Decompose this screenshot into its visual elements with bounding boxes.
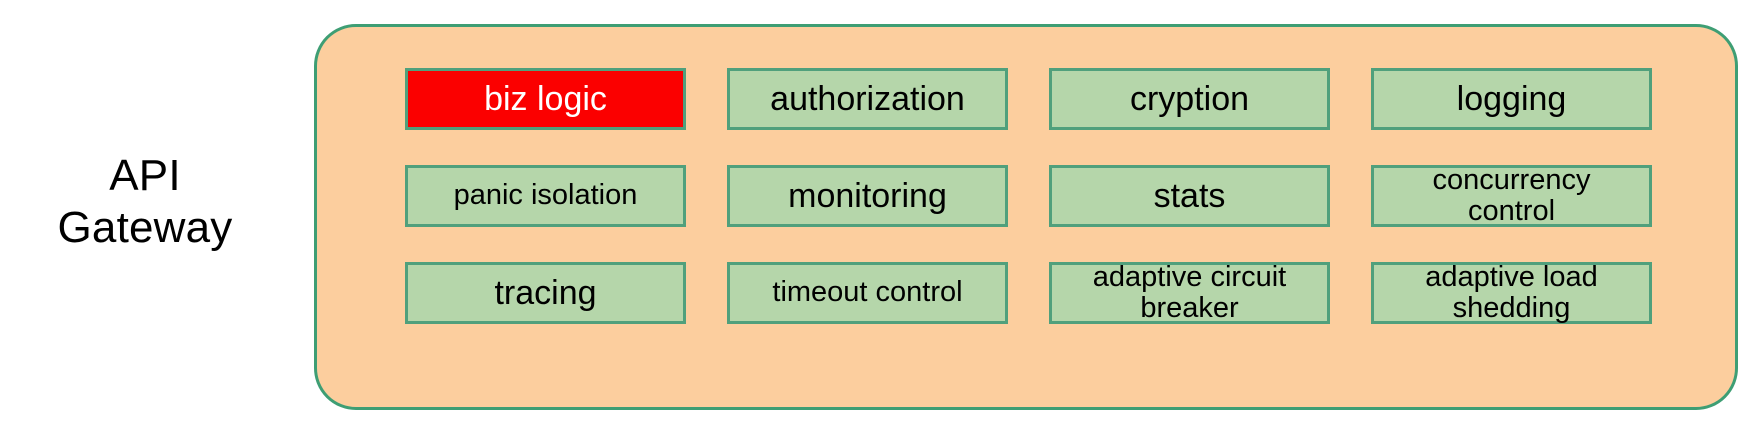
api-gateway-panel: biz logic authorization cryption logging…: [314, 24, 1738, 410]
capability-label: adaptive load shedding: [1425, 260, 1598, 324]
capability-grid: biz logic authorization cryption logging…: [405, 68, 1653, 324]
capability-box-panic-isolation[interactable]: panic isolation: [405, 165, 686, 227]
capability-label: tracing: [494, 273, 597, 312]
capability-label: cryption: [1129, 79, 1250, 118]
capability-box-biz-logic[interactable]: biz logic: [405, 68, 686, 130]
capability-label: panic isolation: [453, 179, 638, 212]
capability-label: logging: [1456, 79, 1567, 118]
capability-box-adaptive-load-shedding[interactable]: adaptive load shedding: [1371, 260, 1652, 324]
capability-box-monitoring[interactable]: monitoring: [727, 165, 1008, 227]
capability-box-timeout-control[interactable]: timeout control: [727, 262, 1008, 324]
diagram-side-label: API Gateway: [57, 151, 233, 252]
capability-label: timeout control: [772, 276, 963, 309]
capability-box-tracing[interactable]: tracing: [405, 262, 686, 324]
capability-box-cryption[interactable]: cryption: [1049, 68, 1330, 130]
capability-label: monitoring: [788, 176, 947, 215]
capability-label: biz logic: [484, 79, 607, 118]
capability-label: stats: [1153, 176, 1226, 215]
capability-box-authorization[interactable]: authorization: [727, 68, 1008, 130]
capability-box-concurrency-control[interactable]: concurrency control: [1371, 163, 1652, 227]
capability-box-logging[interactable]: logging: [1371, 68, 1652, 130]
capability-box-adaptive-circuit-breaker[interactable]: adaptive circuit breaker: [1049, 260, 1330, 324]
capability-box-stats[interactable]: stats: [1049, 165, 1330, 227]
capability-label: authorization: [770, 79, 965, 118]
capability-label: concurrency control: [1432, 163, 1591, 227]
capability-label: adaptive circuit breaker: [1092, 260, 1287, 324]
